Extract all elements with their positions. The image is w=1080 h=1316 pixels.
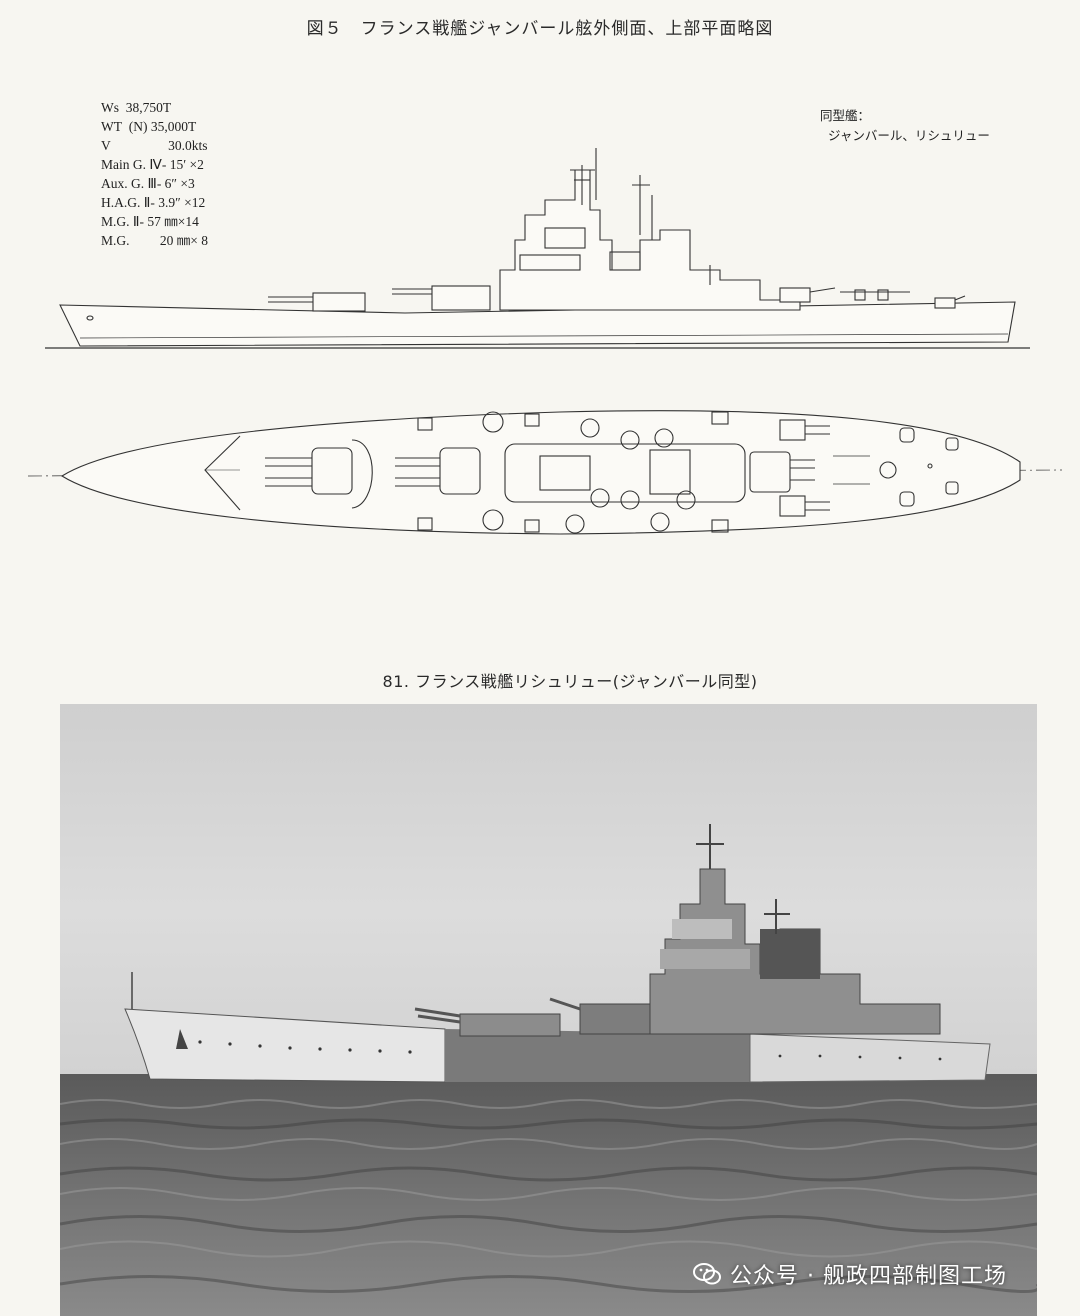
ship-line-drawings xyxy=(27,148,1063,535)
spec-row: M.G. Ⅱ- 57 ㎜×14 xyxy=(101,212,208,231)
spec-value: - 15′ ×2 xyxy=(161,157,204,172)
spec-value: - 6″ ×3 xyxy=(156,176,195,191)
spec-value: - 3.9″ ×12 xyxy=(150,195,206,210)
battleship-photograph: 公众号 · 舰政四部制图工场 xyxy=(60,704,1037,1316)
spec-value: 20 ㎜× 8 xyxy=(129,233,209,248)
spec-value: 38,750T xyxy=(119,100,172,115)
spec-row: Ws 38,750T xyxy=(101,98,208,117)
wechat-icon xyxy=(693,1263,722,1285)
spec-label: V xyxy=(101,138,111,153)
spec-row: Aux. G. Ⅲ- 6″ ×3 xyxy=(101,174,208,193)
spec-label: Ws xyxy=(101,100,119,115)
spec-row: H.A.G. Ⅱ- 3.9″ ×12 xyxy=(101,193,208,212)
photo-caption: 81. フランス戦艦リシュリュー(ジャンバール同型) xyxy=(382,672,758,691)
spec-value: (N) 35,000T xyxy=(122,119,197,134)
spec-label: M.G. xyxy=(101,233,130,248)
spec-row: Main G. Ⅳ- 15′ ×2 xyxy=(101,155,208,174)
spec-value: - 57 ㎜×14 xyxy=(139,214,199,229)
sister-ships-label: 同型艦： xyxy=(820,108,871,123)
photo-render xyxy=(60,704,1037,1316)
deck-plan-drawing xyxy=(27,410,1063,535)
spec-row: WT (N) 35,000T xyxy=(101,117,208,136)
spec-value: 30.0kts xyxy=(110,138,208,153)
figure-title: 図５ フランス戦艦ジャンバール舷外側面、上部平面略図 xyxy=(306,19,774,39)
side-profile-drawing xyxy=(45,148,1030,349)
watermark-text: 公众号 · 舰政四部制图工场 xyxy=(730,1264,1007,1289)
watermark: 公众号 · 舰政四部制图工场 xyxy=(692,1258,1007,1290)
sister-ships: 同型艦： ジャンバール、リシュリュー xyxy=(820,106,990,146)
spec-row: M.G. 20 ㎜× 8 xyxy=(101,231,208,250)
spec-label: Main G. Ⅳ xyxy=(101,157,162,172)
spec-label: Aux. G. Ⅲ xyxy=(101,176,157,191)
sister-ships-names: ジャンバール、リシュリュー xyxy=(828,128,990,143)
spec-label: M.G. Ⅱ xyxy=(101,214,140,229)
spec-label: WT xyxy=(101,119,122,134)
spec-label: H.A.G. Ⅱ xyxy=(101,195,151,210)
spec-table: Ws 38,750T WT (N) 35,000T V 30.0kts Main… xyxy=(101,98,208,250)
spec-row: V 30.0kts xyxy=(101,136,208,155)
